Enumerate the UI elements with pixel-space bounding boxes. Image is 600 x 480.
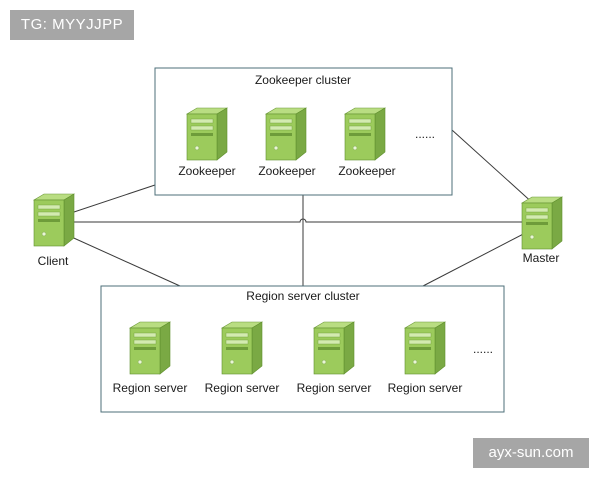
line-client-master [56,218,530,223]
region-server-icon [129,321,171,375]
region-node-label: Region server [205,381,280,395]
line-master-zookeeper [451,129,536,206]
zookeeper-server-icon [344,107,386,161]
zookeeper-node-label: Zookeeper [258,164,315,178]
watermark-top-left: TG: MYYJJPP [10,10,134,40]
region-node-label: Region server [388,381,463,395]
zookeeper-ellipsis: ...... [415,127,435,141]
connection-lines [55,129,536,287]
client-label: Client [38,254,69,268]
watermark-bottom-right: ayx-sun.com [473,438,589,468]
region-server-icon [313,321,355,375]
master-server-icon [521,196,563,250]
zookeeper-cluster-title: Zookeeper cluster [255,73,351,87]
zookeeper-node-label: Zookeeper [338,164,395,178]
zookeeper-node-label: Zookeeper [178,164,235,178]
master-label: Master [523,251,560,265]
region-node-label: Region server [297,381,372,395]
client-server-icon [33,193,75,247]
region-node-label: Region server [113,381,188,395]
region-server-icon [221,321,263,375]
line-master-region [422,227,536,287]
region-ellipsis: ...... [473,342,493,356]
line-client-region [55,229,181,287]
region-server-icon [404,321,446,375]
zookeeper-server-icon [265,107,307,161]
region-cluster-title: Region server cluster [246,289,359,303]
zookeeper-server-icon [186,107,228,161]
